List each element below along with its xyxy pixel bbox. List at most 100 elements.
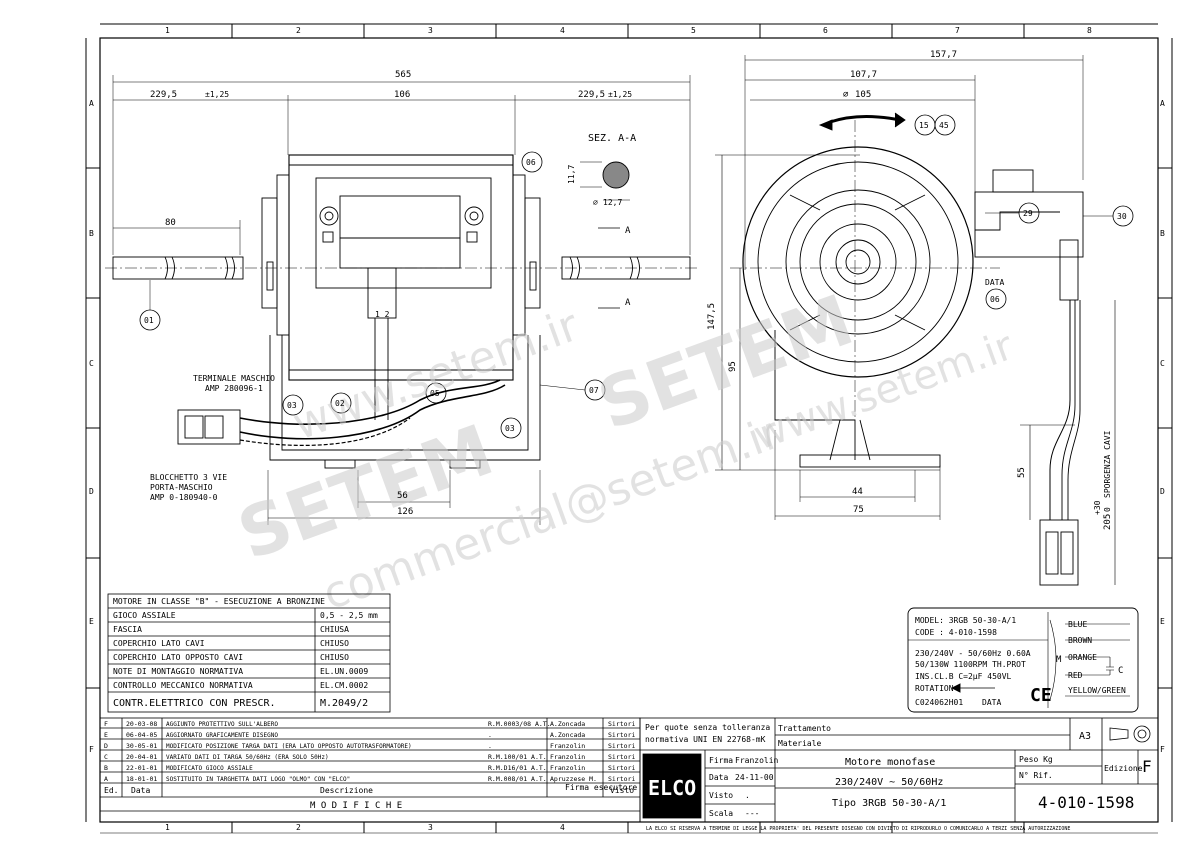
revision-cell: MODIFICATO GIOCO ASSIALE — [166, 765, 253, 772]
wire-label: BLUE — [1068, 620, 1087, 629]
firma-label: Firma — [709, 756, 733, 765]
callout-03 — [282, 394, 304, 416]
scala-label: Scala — [709, 809, 733, 818]
col-label: 2 — [296, 823, 301, 832]
nameplate-code: CODE : 4-010-1598 — [915, 628, 997, 637]
dim-body: 106 — [394, 90, 410, 100]
materiale-label: Materiale — [778, 739, 822, 748]
revision-cell: Sirtori — [608, 764, 635, 772]
row-label: A — [1160, 99, 1165, 108]
dim-12: 12,7 — [603, 198, 622, 207]
spec-val: CHIUSO — [320, 653, 349, 662]
wire-label: BROWN — [1068, 636, 1092, 645]
col-label: 7 — [955, 26, 960, 35]
callout-06b — [985, 288, 1007, 310]
connector-pins: 1 2 — [375, 310, 390, 319]
dim-75: 75 — [853, 505, 864, 515]
rev-head: Visto — [610, 786, 634, 795]
revision-cell: C — [104, 753, 108, 761]
firma-value: Franzolin — [735, 756, 779, 765]
dim-107: 107,7 — [850, 70, 877, 80]
visto-value: . — [745, 791, 750, 800]
nameplate-rotation: ROTATION — [915, 684, 954, 693]
callout-text: 30 — [1117, 212, 1127, 221]
nameplate-line: 50/130W 1100RPM TH.PROT — [915, 660, 1026, 669]
dim-205: 205 — [1103, 514, 1113, 530]
rev-head: Data — [131, 786, 150, 795]
edizione-label: Edizione — [1104, 764, 1143, 773]
dim-147: 147,5 — [707, 303, 717, 330]
data-value: 24-11-00 — [735, 773, 774, 782]
spec-val: CHIUSA — [320, 625, 349, 634]
row-label: F — [89, 745, 94, 754]
revision-cell: R.M.D16/01 A.T. — [488, 764, 547, 772]
wire-label: RED — [1068, 671, 1083, 680]
spec-table-text: MOTORE IN CLASSE "B" - ESECUZIONE A BRON… — [113, 597, 378, 709]
nameplate-serial: C024062H01 — [915, 698, 963, 707]
callout-text: 06 — [990, 295, 1000, 304]
capacitor-symbol: C — [1118, 666, 1123, 676]
spec-key: CONTROLLO MECCANICO NORMATIVA — [113, 681, 253, 690]
nameplate-data: DATA — [982, 698, 1001, 707]
dim-80: 80 — [165, 218, 176, 228]
revision-cell: VARIATO DATI DI TARGA 50/60Hz (ERA SOLO … — [166, 754, 329, 761]
block-label: BLOCCHETTO 3 VIE — [150, 473, 227, 482]
revision-cell: Sirtori — [608, 753, 635, 761]
revision-cell: A — [104, 775, 108, 783]
row-label: F — [1160, 745, 1165, 754]
dim-right: 229,5 — [578, 90, 605, 100]
callout-text: 29 — [1023, 209, 1033, 218]
revision-cell: 22-01-01 — [126, 764, 157, 772]
spec-footer-val: M.2049/2 — [320, 698, 368, 709]
row-label: A — [89, 99, 94, 108]
dim-105-prefix: ⌀ — [843, 90, 849, 100]
row-label: E — [1160, 617, 1165, 626]
revision-cell: Sirtori — [608, 731, 635, 739]
revision-cell: B — [104, 764, 108, 772]
dimension-text: 565 229,5 ±1,25 106 229,5 ±1,25 80 157,7… — [144, 50, 1127, 530]
spec-table — [107, 593, 391, 713]
callout-text: 15 — [919, 121, 929, 130]
spec-footer-key: CONTR.ELETTRICO CON PRESCR. — [113, 698, 276, 709]
spec-key: COPERCHIO LATO OPPOSTO CAVI — [113, 653, 243, 662]
revision-cell: R.M.100/01 A.T. — [488, 753, 547, 761]
callout-text: 01 — [144, 316, 154, 325]
dim-left: 229,5 — [150, 90, 177, 100]
revision-cell: D — [104, 742, 108, 750]
dim-205-tol: 0 — [1103, 507, 1112, 512]
revision-cell: AGGIUNTO PROTETTIVO SULL'ALBERO — [166, 721, 278, 728]
nameplate-line: 230/240V - 50/60Hz 0.60A — [915, 649, 1031, 658]
revision-cell: 06-04-05 — [126, 731, 157, 739]
grid-labels: 1 2 3 4 5 6 7 8 1 2 3 4 A B C D E F A B … — [89, 26, 1165, 832]
dim-95: 95 — [728, 361, 738, 372]
col-label: 6 — [823, 26, 828, 35]
col-label: 3 — [428, 823, 433, 832]
dim-55: 55 — [1017, 467, 1027, 478]
nameplate-model: MODEL: 3RGB 50-30-A/1 — [915, 616, 1016, 625]
rev-head: Firma esecutore — [565, 783, 637, 792]
revision-cell: MODIFICATO POSIZIONE TARGA DATI (ERA LAT… — [166, 743, 412, 750]
revision-cell: . — [488, 731, 492, 739]
spec-key: GIOCO ASSIALE — [113, 611, 176, 620]
revision-cell: Sirtori — [608, 775, 635, 783]
spec-val: EL.UN.0009 — [320, 667, 368, 676]
col-label: 8 — [1087, 26, 1092, 35]
dim-tol: ±1,25 — [608, 90, 632, 99]
callout-06 — [521, 151, 543, 173]
callouts — [139, 114, 1134, 439]
rev-head: Descrizione — [320, 786, 373, 795]
col-label: 4 — [560, 823, 565, 832]
callout-45 — [934, 114, 956, 136]
revision-cell: E — [104, 731, 108, 739]
revision-cell: AGGIORNATO GRAFICAMENTE DISEGNO — [166, 732, 278, 739]
wire-label: YELLOW/GREEN — [1068, 686, 1126, 695]
rif-label: N° Rif. — [1019, 771, 1053, 780]
callout-text: 45 — [939, 121, 949, 130]
row-label: E — [89, 617, 94, 626]
section-title: SEZ. A-A — [588, 133, 636, 144]
callout-text: 03 — [505, 424, 515, 433]
section-marker: A — [625, 226, 631, 236]
spec-header: MOTORE IN CLASSE "B" - ESECUZIONE A BRON… — [113, 597, 325, 606]
spec-val: CHIUSO — [320, 639, 349, 648]
